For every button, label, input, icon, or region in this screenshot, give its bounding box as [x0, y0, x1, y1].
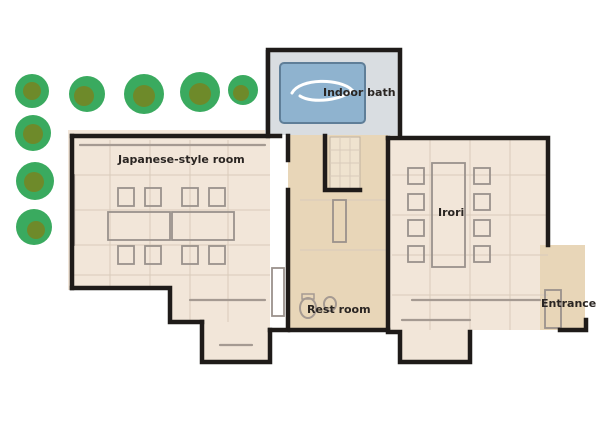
floor-cushion	[181, 245, 199, 265]
tree-icon	[16, 209, 52, 245]
bathtub	[279, 62, 366, 124]
shoe-cabinet	[544, 289, 562, 329]
floor-cushion	[208, 245, 226, 265]
tree-icon	[15, 74, 49, 108]
tokonoma	[271, 267, 285, 317]
tree-icon	[15, 115, 51, 151]
irori-label: Irori	[438, 206, 464, 219]
irori-furniture	[400, 162, 542, 322]
floor-cushion	[208, 187, 226, 207]
counter	[332, 199, 347, 243]
floor-cushion	[144, 187, 162, 207]
floor-cushion	[407, 167, 425, 185]
entrance-fixtures	[544, 289, 562, 329]
floor-cushion	[117, 245, 135, 265]
toilet-icon	[299, 293, 317, 319]
indoor-bath	[279, 62, 366, 124]
sink-icon	[323, 296, 337, 312]
irori-hearth	[431, 162, 466, 268]
water-swirl-icon	[290, 79, 355, 102]
floor-grid	[72, 140, 548, 330]
floor-cushion	[473, 167, 491, 185]
low-table	[107, 211, 171, 241]
floor-cushion	[473, 245, 491, 263]
alcove-floor	[202, 322, 270, 362]
walls	[69, 47, 589, 365]
indoor-bath-label: Indoor bath	[323, 86, 396, 99]
floor-cushion	[181, 187, 199, 207]
floor-cushion	[473, 219, 491, 237]
floor-cushion	[407, 245, 425, 263]
floor-cushion	[117, 187, 135, 207]
trees	[15, 72, 258, 245]
tree-icon	[228, 75, 258, 105]
entrance-floor	[540, 245, 585, 330]
irori-floor	[388, 138, 585, 360]
floor-fills	[68, 50, 585, 362]
low-table	[171, 211, 235, 241]
floor-cushion	[407, 219, 425, 237]
floor-cushion	[407, 193, 425, 211]
rest-room-fixtures	[299, 136, 361, 319]
tree-icon	[124, 74, 164, 114]
tree-icon	[16, 162, 54, 200]
tree-icon	[69, 76, 105, 112]
japanese-room-furniture	[72, 143, 285, 347]
tree-icon	[180, 72, 220, 112]
japanese-room-label: Japanese-style room	[117, 153, 245, 166]
floor-cushion	[144, 245, 162, 265]
floor-cushion	[473, 193, 491, 211]
entrance-label: Entrance	[541, 297, 596, 310]
japanese-room-floor	[68, 130, 270, 322]
rest-room-label: Rest room	[307, 303, 371, 316]
